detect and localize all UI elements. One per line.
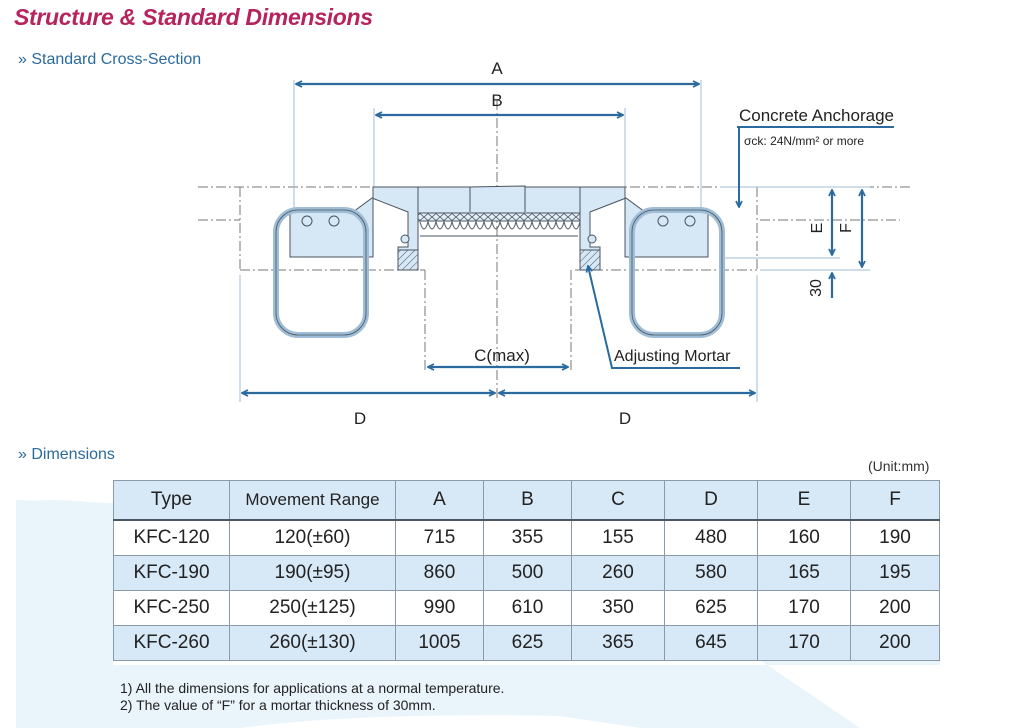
- section-heading-dimensions: » Dimensions: [18, 446, 115, 463]
- footnote-1: 1) All the dimensions for applications a…: [120, 680, 505, 696]
- dimension-f-label: F: [838, 223, 855, 233]
- cell-a: 990: [395, 590, 484, 626]
- cell-f: 190: [850, 519, 940, 556]
- extension-lines: [239, 80, 870, 402]
- header-a: A: [395, 480, 484, 521]
- header-movement-range: Movement Range: [229, 480, 396, 521]
- cell-a: 860: [395, 555, 484, 591]
- cell-f: 195: [850, 555, 940, 591]
- dimension-b-label: B: [491, 91, 502, 110]
- cell-d: 625: [664, 590, 758, 626]
- header-e: E: [757, 480, 851, 521]
- dimension-d-left-label: D: [354, 409, 366, 428]
- expansion-seal: [417, 185, 581, 237]
- dimension-c-label: C(max): [474, 346, 530, 365]
- cell-d: 580: [664, 555, 758, 591]
- dimension-d-right-label: D: [619, 409, 631, 428]
- concrete-spec-label: σck: 24N/mm² or more: [744, 134, 864, 148]
- header-d: D: [664, 480, 758, 521]
- adjusting-mortar-pointer: [588, 266, 740, 369]
- table-row: KFC-190 190(±95) 860 500 260 580 165 195: [113, 555, 940, 591]
- cell-type: KFC-120: [113, 519, 230, 556]
- cell-movement-range: 190(±95): [229, 555, 396, 591]
- unit-label: (Unit:mm): [868, 458, 930, 474]
- footnotes: 1) All the dimensions for applications a…: [120, 680, 504, 714]
- cell-f: 200: [850, 590, 940, 626]
- cell-b: 610: [483, 590, 572, 626]
- adjusting-mortar-label: Adjusting Mortar: [614, 348, 731, 365]
- header-c: C: [571, 480, 665, 521]
- right-anchor-assembly: [579, 186, 725, 338]
- dimension-e-label: E: [809, 223, 826, 234]
- table-row: KFC-120 120(±60) 715 355 155 480 160 190: [113, 519, 940, 556]
- cell-movement-range: 250(±125): [229, 590, 396, 626]
- header-type: Type: [113, 480, 230, 521]
- cross-section-diagram: A B Concrete Anchorage σck: 24N/mm² or m…: [198, 59, 910, 428]
- header-f: F: [850, 480, 940, 521]
- page-title: Structure & Standard Dimensions: [14, 4, 373, 30]
- cell-c: 350: [571, 590, 665, 626]
- dimension-a-label: A: [491, 59, 503, 78]
- table-row: KFC-260 260(±130) 1005 625 365 645 170 2…: [113, 625, 940, 661]
- cell-movement-range: 120(±60): [229, 519, 396, 556]
- table-row: KFC-250 250(±125) 990 610 350 625 170 20…: [113, 590, 940, 626]
- cell-e: 165: [757, 555, 851, 591]
- table-header-row: Type Movement Range A B C D E F: [113, 480, 940, 521]
- cell-c: 155: [571, 519, 665, 556]
- footnote-2: 2) The value of “F” for a mortar thickne…: [120, 697, 436, 713]
- cell-b: 355: [483, 519, 572, 556]
- dimension-30-label: 30: [808, 279, 825, 297]
- cell-d: 645: [664, 625, 758, 661]
- cell-e: 160: [757, 519, 851, 556]
- cell-a: 715: [395, 519, 484, 556]
- cell-type: KFC-190: [113, 555, 230, 591]
- section-heading-cross-section: » Standard Cross-Section: [18, 51, 202, 68]
- cell-b: 500: [483, 555, 572, 591]
- cell-e: 170: [757, 625, 851, 661]
- cell-f: 200: [850, 625, 940, 661]
- cell-b: 625: [483, 625, 572, 661]
- cell-type: KFC-260: [113, 625, 230, 661]
- cell-movement-range: 260(±130): [229, 625, 396, 661]
- cell-d: 480: [664, 519, 758, 556]
- cell-c: 365: [571, 625, 665, 661]
- header-b: B: [483, 480, 572, 521]
- dimensions-table: Type Movement Range A B C D E F KFC-120 …: [113, 480, 940, 661]
- cell-a: 1005: [395, 625, 484, 661]
- left-anchor-assembly: [273, 186, 419, 338]
- cell-c: 260: [571, 555, 665, 591]
- concrete-anchorage-label: Concrete Anchorage: [739, 106, 894, 125]
- cell-type: KFC-250: [113, 590, 230, 626]
- cell-e: 170: [757, 590, 851, 626]
